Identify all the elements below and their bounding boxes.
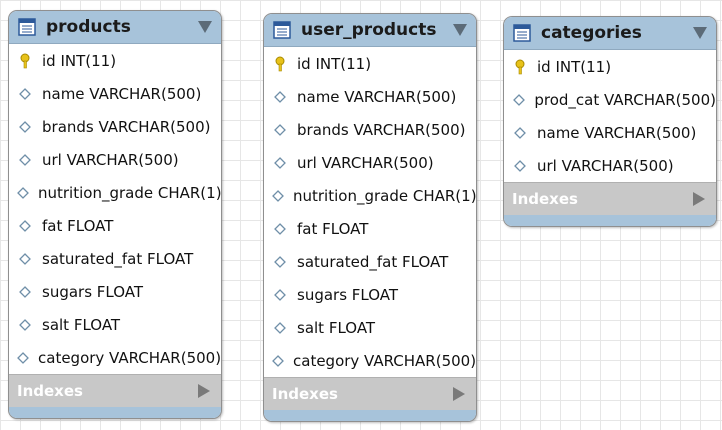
- table-products[interactable]: products id INT(11) name VARCHAR(500) br…: [8, 10, 222, 419]
- column-label: brands VARCHAR(500): [42, 117, 211, 136]
- column-label: prod_cat VARCHAR(500): [534, 90, 716, 109]
- column-label: name VARCHAR(500): [297, 87, 457, 106]
- column-diamond-icon: [272, 188, 284, 204]
- expand-arrow-icon[interactable]: [198, 384, 210, 398]
- column-row[interactable]: nutrition_grade CHAR(1): [9, 176, 221, 209]
- column-diamond-icon: [272, 155, 288, 171]
- column-label: name VARCHAR(500): [42, 84, 202, 103]
- indexes-section[interactable]: Indexes: [504, 182, 716, 215]
- column-row[interactable]: id INT(11): [264, 47, 476, 80]
- primary-key-icon: [17, 53, 33, 69]
- column-diamond-icon: [17, 119, 33, 135]
- table-categories[interactable]: categories id INT(11) prod_cat VARCHAR(5…: [503, 16, 717, 227]
- table-header[interactable]: categories: [504, 17, 716, 50]
- column-label: sugars FLOAT: [297, 285, 399, 304]
- column-row[interactable]: salt FLOAT: [264, 311, 476, 344]
- column-row[interactable]: url VARCHAR(500): [504, 149, 716, 182]
- indexes-label: Indexes: [17, 382, 83, 400]
- column-label: category VARCHAR(500): [38, 348, 222, 367]
- column-label: sugars FLOAT: [42, 282, 144, 301]
- column-row[interactable]: saturated_fat FLOAT: [9, 242, 221, 275]
- column-diamond-icon: [17, 218, 33, 234]
- table-footer: [9, 407, 221, 418]
- column-row[interactable]: saturated_fat FLOAT: [264, 245, 476, 278]
- indexes-section[interactable]: Indexes: [264, 377, 476, 410]
- table-title: user_products: [301, 20, 437, 40]
- column-row[interactable]: nutrition_grade CHAR(1): [264, 179, 476, 212]
- column-diamond-icon: [17, 284, 33, 300]
- table-title: products: [46, 17, 131, 37]
- column-row[interactable]: id INT(11): [504, 50, 716, 83]
- expand-arrow-icon[interactable]: [453, 387, 465, 401]
- column-row[interactable]: fat FLOAT: [264, 212, 476, 245]
- column-row[interactable]: url VARCHAR(500): [264, 146, 476, 179]
- column-diamond-icon: [272, 320, 288, 336]
- column-row[interactable]: category VARCHAR(500): [264, 344, 476, 377]
- column-label: saturated_fat FLOAT: [297, 252, 449, 271]
- table-icon: [273, 21, 291, 39]
- indexes-label: Indexes: [512, 190, 578, 208]
- column-diamond-icon: [17, 317, 33, 333]
- primary-key-icon: [272, 56, 288, 72]
- collapse-arrow-icon[interactable]: [453, 24, 467, 36]
- column-row[interactable]: fat FLOAT: [9, 209, 221, 242]
- column-diamond-icon: [17, 152, 33, 168]
- column-label: salt FLOAT: [42, 315, 121, 334]
- column-row[interactable]: url VARCHAR(500): [9, 143, 221, 176]
- table-icon: [18, 18, 36, 36]
- table-header[interactable]: user_products: [264, 14, 476, 47]
- column-label: name VARCHAR(500): [537, 123, 697, 142]
- column-label: salt FLOAT: [297, 318, 376, 337]
- column-label: url VARCHAR(500): [297, 153, 434, 172]
- column-diamond-icon: [17, 350, 29, 366]
- column-diamond-icon: [17, 185, 29, 201]
- expand-arrow-icon[interactable]: [693, 192, 705, 206]
- column-diamond-icon: [272, 254, 288, 270]
- indexes-section[interactable]: Indexes: [9, 374, 221, 407]
- column-row[interactable]: id INT(11): [9, 44, 221, 77]
- column-label: id INT(11): [42, 51, 117, 70]
- column-diamond-icon: [17, 251, 33, 267]
- table-icon: [513, 24, 531, 42]
- column-row[interactable]: sugars FLOAT: [264, 278, 476, 311]
- column-diamond-icon: [272, 221, 288, 237]
- column-label: id INT(11): [297, 54, 372, 73]
- column-diamond-icon: [272, 353, 284, 369]
- column-label: nutrition_grade CHAR(1): [293, 186, 477, 205]
- table-header[interactable]: products: [9, 11, 221, 44]
- column-row[interactable]: brands VARCHAR(500): [9, 110, 221, 143]
- column-diamond-icon: [272, 287, 288, 303]
- column-label: url VARCHAR(500): [42, 150, 179, 169]
- column-label: category VARCHAR(500): [293, 351, 477, 370]
- table-user-products[interactable]: user_products id INT(11) name VARCHAR(50…: [263, 13, 477, 422]
- column-diamond-icon: [17, 86, 33, 102]
- column-row[interactable]: name VARCHAR(500): [504, 116, 716, 149]
- column-label: fat FLOAT: [297, 219, 369, 238]
- table-title: categories: [541, 23, 642, 43]
- column-row[interactable]: salt FLOAT: [9, 308, 221, 341]
- column-row[interactable]: brands VARCHAR(500): [264, 113, 476, 146]
- column-row[interactable]: sugars FLOAT: [9, 275, 221, 308]
- column-label: saturated_fat FLOAT: [42, 249, 194, 268]
- column-row[interactable]: name VARCHAR(500): [264, 80, 476, 113]
- table-footer: [504, 215, 716, 226]
- table-footer: [264, 410, 476, 421]
- indexes-label: Indexes: [272, 385, 338, 403]
- column-diamond-icon: [512, 92, 525, 108]
- collapse-arrow-icon[interactable]: [198, 21, 212, 33]
- column-label: brands VARCHAR(500): [297, 120, 466, 139]
- column-label: fat FLOAT: [42, 216, 114, 235]
- column-label: url VARCHAR(500): [537, 156, 674, 175]
- column-diamond-icon: [512, 158, 528, 174]
- column-row[interactable]: category VARCHAR(500): [9, 341, 221, 374]
- column-label: id INT(11): [537, 57, 612, 76]
- column-row[interactable]: name VARCHAR(500): [9, 77, 221, 110]
- collapse-arrow-icon[interactable]: [693, 27, 707, 39]
- column-diamond-icon: [272, 122, 288, 138]
- column-diamond-icon: [512, 125, 528, 141]
- column-row[interactable]: prod_cat VARCHAR(500): [504, 83, 716, 116]
- primary-key-icon: [512, 59, 528, 75]
- column-label: nutrition_grade CHAR(1): [38, 183, 222, 202]
- column-diamond-icon: [272, 89, 288, 105]
